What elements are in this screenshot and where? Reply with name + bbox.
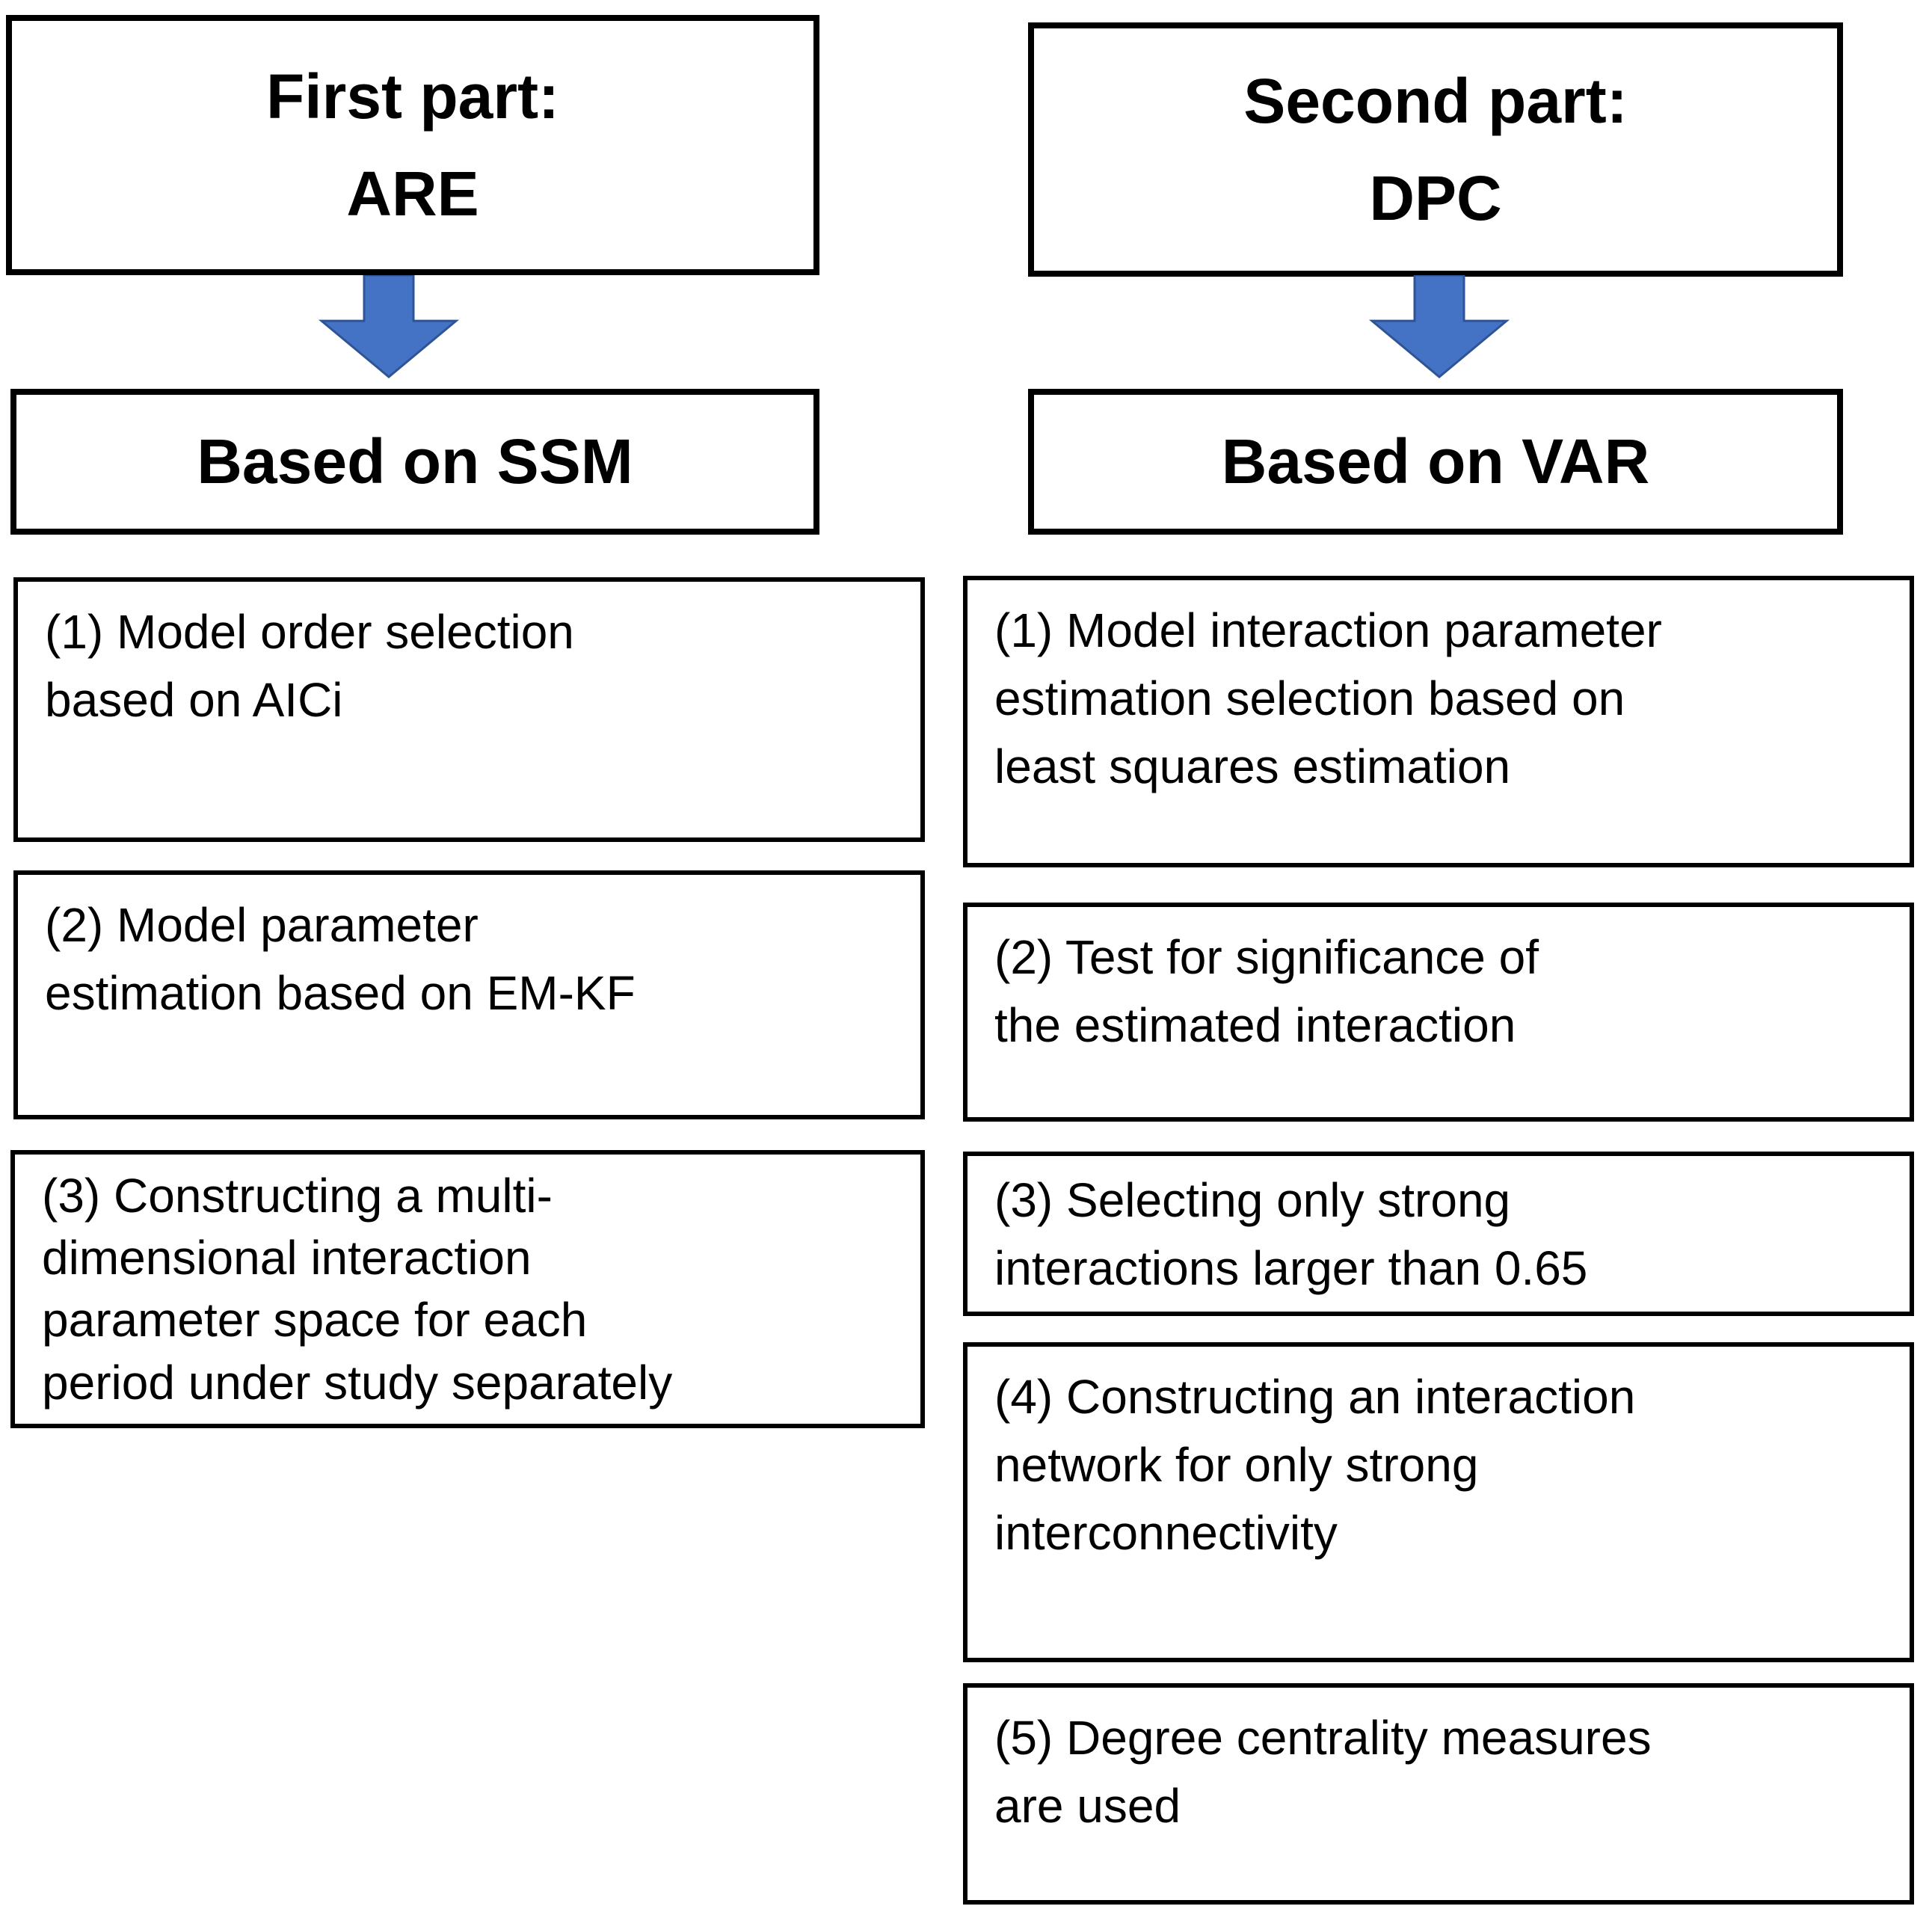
- right-step-1-text: (1) Model interaction parameter estimati…: [994, 603, 1662, 793]
- right-step-5-text: (5) Degree centrality measures are used: [994, 1711, 1652, 1833]
- down-arrow-svg: [1368, 275, 1510, 378]
- right-step-4-text: (4) Constructing an interaction network …: [994, 1370, 1636, 1560]
- left-step-3-box: (3) Constructing a multi- dimensional in…: [10, 1150, 925, 1428]
- right-step-3-text: (3) Selecting only strong interactions l…: [994, 1173, 1588, 1295]
- based-on-ssm-label: Based on SSM: [197, 426, 633, 497]
- second-part-title-line2: DPC: [1369, 163, 1502, 233]
- left-step-1-box: (1) Model order selection based on AICi: [13, 577, 925, 842]
- based-on-var-box: Based on VAR: [1028, 389, 1843, 535]
- down-arrow-svg: [318, 275, 460, 378]
- down-arrow-icon: [314, 275, 464, 378]
- second-part-title-line1: Second part:: [1243, 65, 1628, 136]
- down-arrow-icon: [1365, 275, 1514, 378]
- left-step-2-text: (2) Model parameter estimation based on …: [45, 898, 636, 1020]
- down-arrow-shape: [1368, 275, 1510, 378]
- right-step-4-box: (4) Constructing an interaction network …: [963, 1342, 1914, 1662]
- based-on-ssm-box: Based on SSM: [10, 389, 819, 535]
- left-step-3-text: (3) Constructing a multi- dimensional in…: [42, 1169, 673, 1410]
- first-part-title-line2: ARE: [346, 159, 479, 229]
- right-step-1-box: (1) Model interaction parameter estimati…: [963, 576, 1914, 867]
- down-arrow-shape: [318, 275, 460, 378]
- first-part-header-box: First part: ARE: [6, 15, 819, 275]
- based-on-var-label: Based on VAR: [1221, 426, 1650, 497]
- second-part-header-box: Second part: DPC: [1028, 22, 1843, 277]
- first-part-title-line1: First part:: [265, 61, 560, 132]
- right-step-3-box: (3) Selecting only strong interactions l…: [963, 1152, 1914, 1316]
- right-step-2-box: (2) Test for significance of the estimat…: [963, 903, 1914, 1122]
- left-step-2-box: (2) Model parameter estimation based on …: [13, 870, 925, 1119]
- right-step-5-box: (5) Degree centrality measures are used: [963, 1683, 1914, 1905]
- left-step-1-text: (1) Model order selection based on AICi: [45, 605, 574, 727]
- right-step-2-text: (2) Test for significance of the estimat…: [994, 930, 1539, 1052]
